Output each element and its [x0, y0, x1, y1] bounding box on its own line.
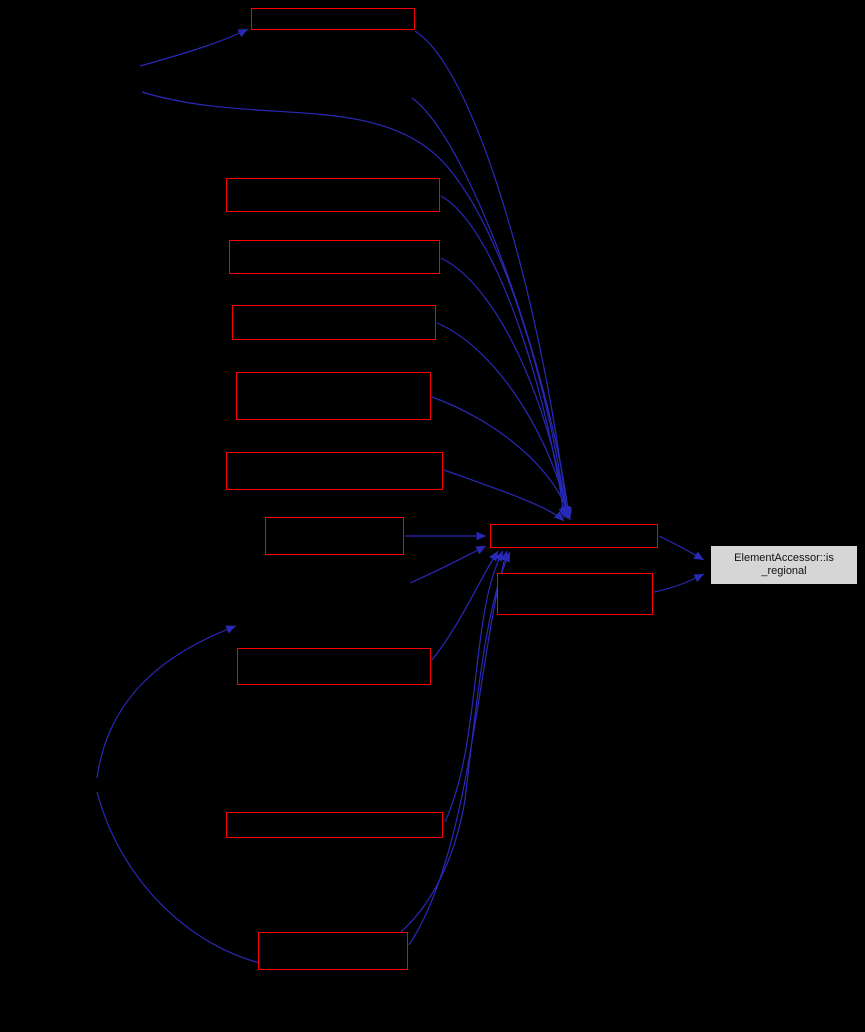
caller-node-2[interactable] — [226, 178, 440, 212]
caller-node-9[interactable] — [497, 573, 653, 615]
edge — [431, 396, 572, 521]
edge — [141, 91, 570, 517]
edge — [440, 195, 568, 519]
edge — [436, 322, 571, 520]
edge — [653, 573, 705, 593]
target-function-node[interactable]: ElementAccessor::is _regional — [710, 545, 858, 585]
target-function-label-line2: _regional — [761, 565, 807, 577]
edge — [96, 551, 511, 970]
caller-node-6[interactable] — [226, 452, 443, 490]
target-function-label-line1: ElementAccessor::is — [734, 552, 834, 564]
caller-node-3[interactable] — [229, 240, 440, 274]
caller-node-10[interactable] — [237, 648, 431, 685]
caller-node-4[interactable] — [232, 305, 436, 340]
edge — [414, 30, 571, 517]
caller-node-5[interactable] — [236, 372, 431, 420]
caller-node-12[interactable] — [258, 932, 408, 970]
edge — [443, 469, 565, 522]
edge — [411, 97, 573, 518]
edge — [96, 625, 237, 779]
caller-node-top[interactable] — [251, 8, 415, 30]
caller-node-7[interactable] — [265, 517, 404, 555]
edge — [444, 550, 504, 823]
edge — [440, 257, 570, 519]
edge — [431, 550, 499, 661]
edge — [409, 545, 487, 584]
edge — [658, 535, 705, 561]
caller-node-11[interactable] — [226, 812, 443, 838]
edge — [139, 28, 249, 67]
hub-node[interactable] — [490, 524, 658, 548]
